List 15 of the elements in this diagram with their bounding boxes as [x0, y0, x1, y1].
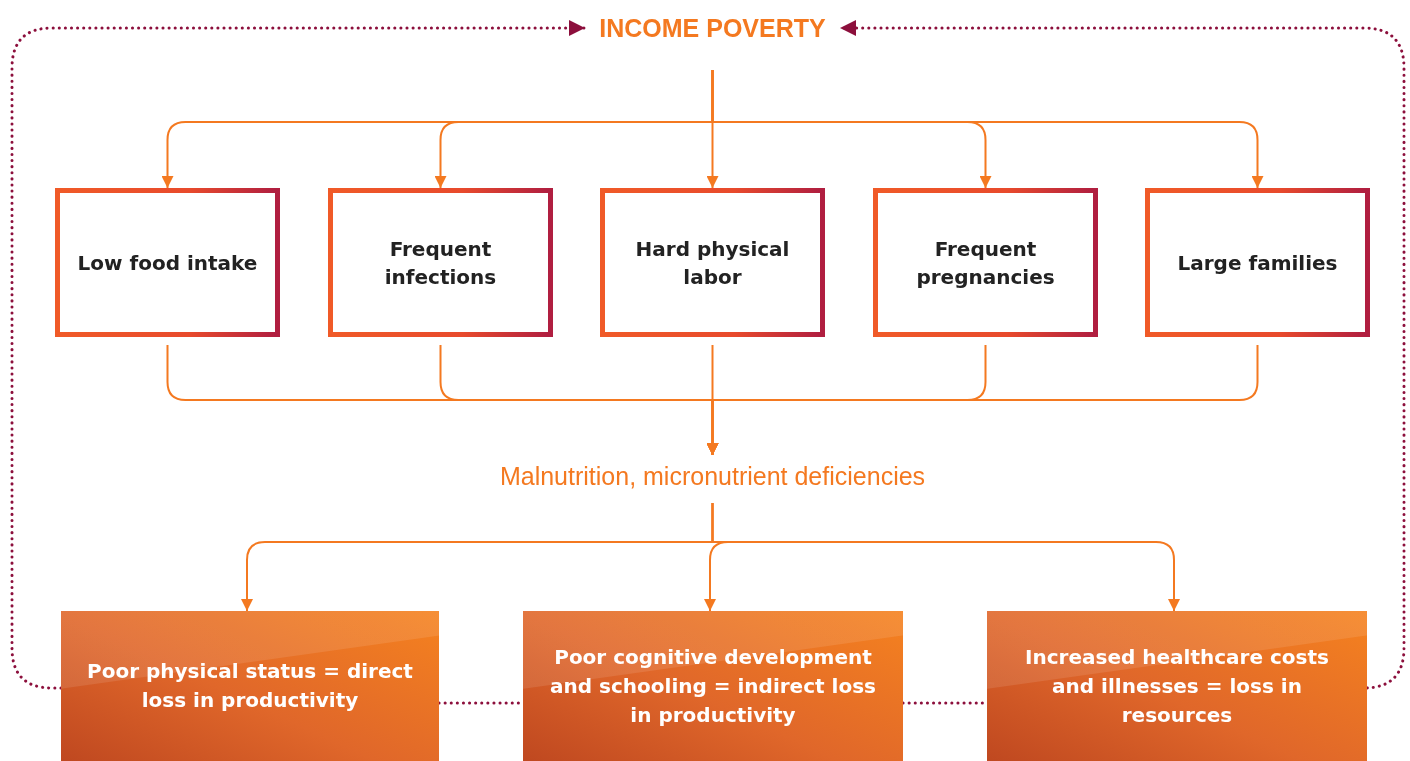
heading-text: INCOME POVERTY [585, 8, 840, 48]
outcome-text: Malnutrition, micronutrient deficiencies [455, 455, 970, 497]
arrow [706, 344, 1259, 456]
dotted-connector [838, 20, 1406, 690]
cause-box: Low food intake [55, 188, 280, 337]
dotted-connector [10, 20, 587, 690]
cause-box: Frequent infections [328, 188, 553, 337]
consequence-panel: Poor physical status = direct loss in productivity [61, 611, 439, 761]
arrow [711, 69, 1264, 189]
arrow [711, 502, 1180, 612]
consequence-panel: Increased healthcare costs and illnesses = loss in resources [987, 611, 1367, 761]
cause-box: Hard physical labor [600, 188, 825, 337]
cause-box: Large families [1145, 188, 1370, 337]
cause-box: Frequent pregnancies [873, 188, 1098, 337]
consequence-panel: Poor cognitive development and schooling = indirect loss in productivity [523, 611, 903, 761]
